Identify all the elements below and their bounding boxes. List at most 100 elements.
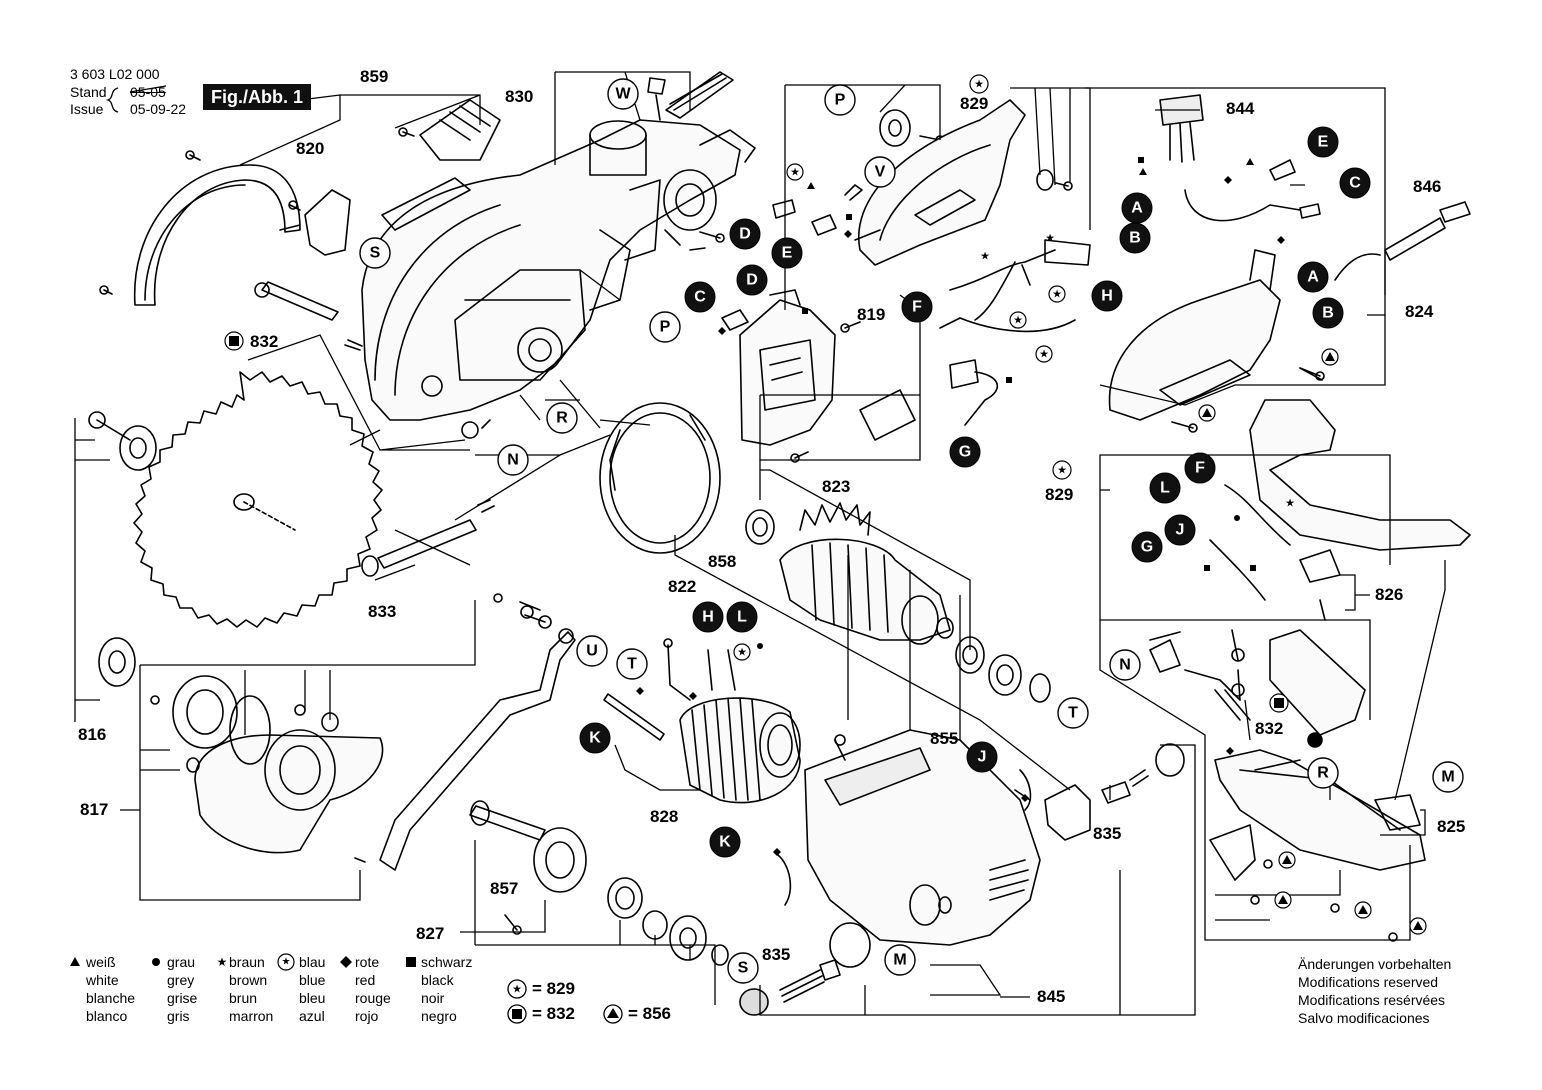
svg-text:G: G bbox=[959, 444, 971, 461]
part-number: 857 bbox=[490, 879, 519, 898]
part-number: 829 bbox=[960, 94, 989, 113]
screws bbox=[99, 127, 1398, 942]
issue-label: Issue bbox=[70, 101, 104, 117]
blade-flange-outer bbox=[88, 411, 157, 471]
svg-text:H: H bbox=[702, 609, 714, 626]
part-number: 858 bbox=[708, 552, 737, 571]
svg-text:K: K bbox=[719, 834, 731, 851]
svg-text:A: A bbox=[1131, 200, 1143, 217]
part-number: 816 bbox=[78, 725, 107, 744]
svg-text:B: B bbox=[1129, 230, 1141, 247]
svg-text:M: M bbox=[1441, 769, 1454, 786]
svg-text:A: A bbox=[1307, 269, 1319, 286]
svg-text:H: H bbox=[1101, 288, 1113, 305]
svg-text:R: R bbox=[556, 410, 568, 427]
svg-text:N: N bbox=[1119, 657, 1131, 674]
svg-text:★: ★ bbox=[512, 983, 522, 996]
part-number: 832 bbox=[250, 332, 279, 351]
svg-text:C: C bbox=[1349, 175, 1361, 192]
part-number: 824 bbox=[1405, 302, 1434, 321]
wiring-harness bbox=[939, 239, 1091, 426]
part-number: 835 bbox=[762, 945, 791, 964]
part-number: 846 bbox=[1413, 177, 1442, 196]
part-number: 832 bbox=[1255, 719, 1284, 738]
field-stator bbox=[663, 638, 801, 804]
legend-symbols: ★ ★ ★ bbox=[70, 953, 623, 1024]
part-number: 844 bbox=[1226, 99, 1255, 118]
spindle-shaft bbox=[469, 800, 729, 966]
clip-820 bbox=[304, 189, 351, 256]
svg-text:★: ★ bbox=[1052, 288, 1062, 301]
svg-text:★: ★ bbox=[217, 955, 228, 969]
svg-text:F: F bbox=[1195, 460, 1205, 477]
black-callout-circles bbox=[579, 126, 1371, 858]
modifications-note: Änderungen vorbehalten Modifications res… bbox=[1298, 956, 1452, 1026]
stand-label: Stand bbox=[70, 84, 107, 100]
svg-text:★: ★ bbox=[790, 166, 800, 179]
svg-text:R: R bbox=[1317, 765, 1329, 782]
svg-text:E: E bbox=[782, 245, 793, 262]
shaft-833 bbox=[377, 519, 477, 569]
carbon-brush-upper bbox=[1044, 743, 1185, 841]
handle-shell-left bbox=[857, 99, 1054, 266]
svg-text:P: P bbox=[835, 92, 846, 109]
svg-text:★: ★ bbox=[1039, 348, 1049, 361]
part-number: 855 bbox=[930, 729, 959, 748]
ref-829: = 829 bbox=[532, 979, 576, 998]
part-number: 827 bbox=[416, 924, 445, 943]
baffle-ring bbox=[599, 402, 721, 554]
svg-text:W: W bbox=[615, 86, 631, 103]
svg-text:★: ★ bbox=[1013, 314, 1023, 327]
white-callout-letters: W P V S P R N U T T M N R M S bbox=[370, 86, 1455, 977]
svg-text:J: J bbox=[978, 749, 987, 766]
svg-text:M: M bbox=[893, 952, 906, 969]
chip-deflector bbox=[419, 99, 501, 161]
blade-flange-inner bbox=[98, 637, 136, 687]
part-number: 817 bbox=[80, 800, 109, 819]
saw-blade bbox=[133, 371, 383, 628]
svg-text:U: U bbox=[586, 643, 598, 660]
switch-mount bbox=[721, 289, 916, 446]
svg-text:J: J bbox=[1176, 522, 1185, 539]
part-number: 829 bbox=[1045, 485, 1074, 504]
svg-text:★: ★ bbox=[1057, 464, 1067, 477]
svg-text:★: ★ bbox=[980, 250, 990, 263]
document-number: 3 603 L02 000 bbox=[70, 66, 160, 82]
ref-856: = 856 bbox=[628, 1004, 672, 1023]
carbon-brush-lower bbox=[739, 922, 871, 1016]
lower-blade-guard bbox=[150, 675, 384, 854]
part-number: 828 bbox=[650, 807, 679, 826]
svg-text:★: ★ bbox=[737, 646, 747, 659]
long-screw bbox=[603, 693, 665, 741]
svg-text:G: G bbox=[1141, 539, 1153, 556]
svg-text:V: V bbox=[875, 164, 886, 181]
shaft-832 bbox=[261, 281, 339, 321]
issue-date: 05-09-22 bbox=[130, 101, 187, 117]
svg-text:★: ★ bbox=[1285, 497, 1295, 510]
white-callout-circles bbox=[359, 78, 1464, 984]
part-number: 833 bbox=[368, 602, 397, 621]
svg-text:L: L bbox=[1160, 480, 1170, 497]
svg-text:N: N bbox=[507, 452, 519, 469]
svg-text:S: S bbox=[738, 960, 749, 977]
ref-832: = 832 bbox=[532, 1004, 576, 1023]
part-number: 859 bbox=[360, 67, 389, 86]
part-number: 826 bbox=[1375, 585, 1404, 604]
svg-text:T: T bbox=[1068, 705, 1078, 722]
guard-linkage bbox=[379, 631, 576, 871]
motor-housing bbox=[804, 729, 1041, 946]
lower-assembly bbox=[1149, 629, 1426, 881]
svg-text:★: ★ bbox=[1045, 232, 1055, 245]
arc-guard bbox=[133, 164, 301, 306]
part-number: 819 bbox=[857, 305, 886, 324]
black-callout-letters: E C D E D C A B F H G A B F L J G H L K … bbox=[589, 134, 1361, 851]
reference-markers: ★ ★ ★ ★ ★ ★ ★ bbox=[224, 74, 1427, 935]
svg-text:P: P bbox=[660, 319, 671, 336]
svg-text:★: ★ bbox=[974, 78, 984, 91]
stand-date: 05-05 bbox=[130, 84, 166, 100]
part-number: 830 bbox=[505, 87, 534, 106]
